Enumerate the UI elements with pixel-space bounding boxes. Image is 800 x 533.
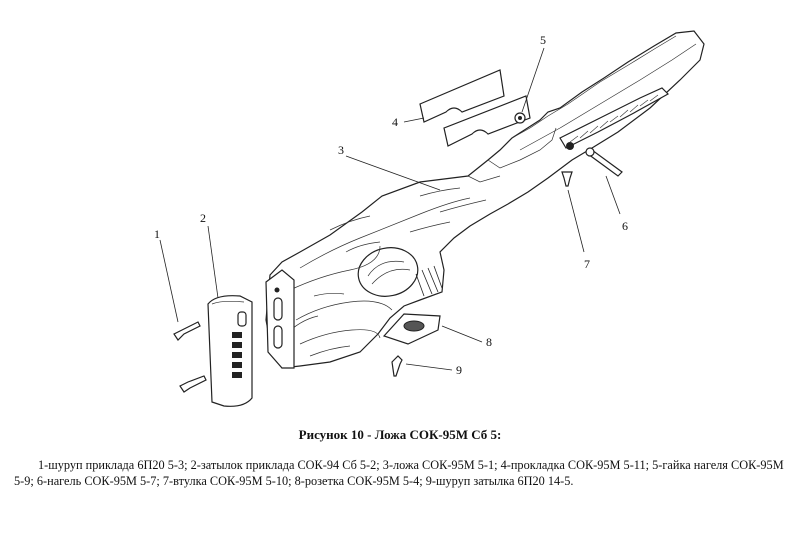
callout-2: 2 — [200, 211, 206, 225]
rosette-part — [382, 313, 441, 345]
spacer-part — [419, 69, 531, 147]
butt-screw-part — [391, 355, 403, 377]
callout-8: 8 — [486, 335, 492, 349]
callout-4: 4 — [392, 115, 398, 129]
callout-6: 6 — [622, 219, 628, 233]
stock-screw-part — [173, 321, 207, 393]
bushing-part — [561, 171, 573, 187]
callout-3: 3 — [338, 143, 344, 157]
leader-lines — [159, 47, 621, 371]
pin-part — [585, 147, 623, 177]
butt-plate-part — [207, 295, 253, 407]
callout-7: 7 — [584, 257, 590, 271]
pin-nut-part — [514, 112, 526, 124]
callout-5: 5 — [540, 33, 546, 47]
exploded-stock-drawing: 1 2 3 4 5 6 7 8 9 — [154, 30, 705, 407]
callout-1: 1 — [154, 227, 160, 241]
callout-9: 9 — [456, 363, 462, 377]
figure-legend: 1-шуруп приклада 6П20 5-3; 2-затылок при… — [14, 458, 784, 488]
figure-caption: Рисунок 10 - Ложа СОК-95М Сб 5: — [298, 427, 502, 442]
stock-part — [265, 30, 705, 369]
